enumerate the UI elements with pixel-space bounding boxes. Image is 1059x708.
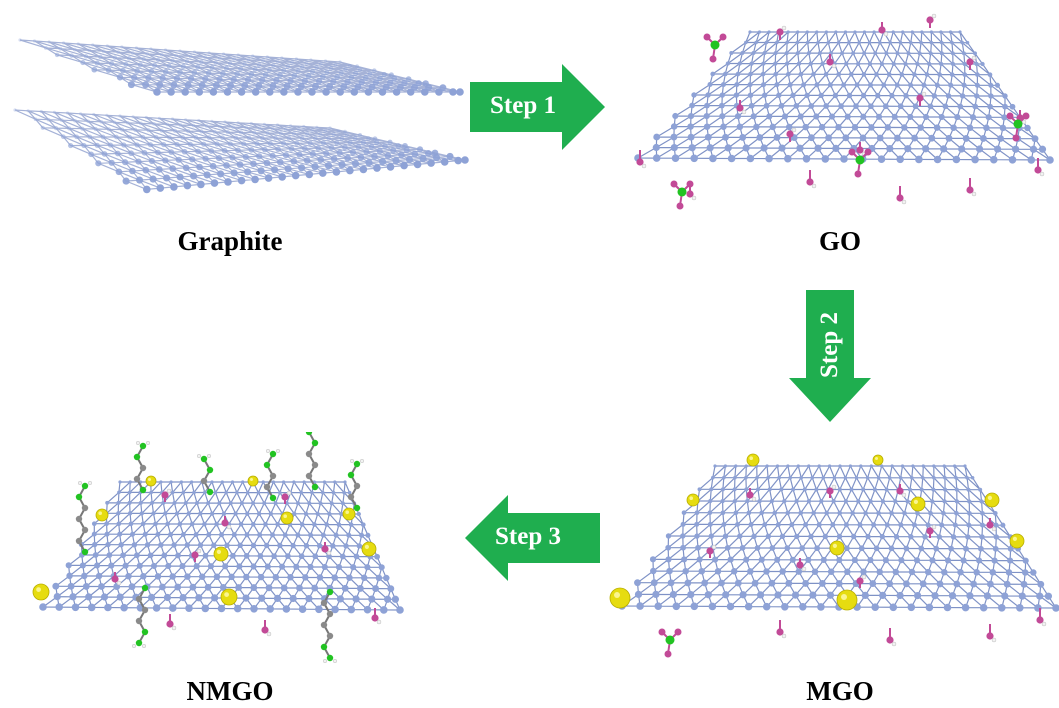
mgo-illustration: [600, 448, 1059, 670]
nmgo-caption: NMGO: [186, 676, 274, 706]
nmgo-groups: [32, 432, 382, 664]
magnetic-graphene-oxide-sheet-icon: [609, 453, 1059, 658]
left-arrow-icon: [465, 495, 600, 581]
step3-arrow: Step 3: [465, 495, 600, 581]
go-lattice: [634, 30, 1054, 164]
go-illustration: [620, 10, 1059, 210]
down-arrow-icon: [789, 290, 871, 422]
graphite-illustration: [0, 0, 470, 200]
mgo-lattice: [618, 464, 1059, 612]
step1-arrow: Step 1: [470, 64, 605, 150]
step2-arrow: Step 2: [789, 290, 871, 422]
right-arrow-icon: [470, 64, 605, 150]
graphene-oxide-sheet-icon: [634, 13, 1054, 210]
mgo-caption: MGO: [806, 676, 874, 706]
graphite-upper-sheet: [18, 38, 464, 96]
go-caption: GO: [818, 226, 861, 256]
step1-label: Step 1: [490, 92, 556, 119]
graphite-lower-sheet: [13, 108, 469, 194]
nmgo-sheet-icon: [32, 432, 404, 664]
oxygen-groups: [636, 13, 1045, 210]
graphite-bilayer-icon: [13, 38, 469, 194]
nmgo-illustration: [25, 432, 425, 672]
step2-label: Step 2: [816, 312, 843, 378]
graphite-caption: Graphite: [177, 226, 283, 256]
step3-label: Step 3: [495, 523, 561, 550]
mgo-groups: [609, 453, 1047, 658]
